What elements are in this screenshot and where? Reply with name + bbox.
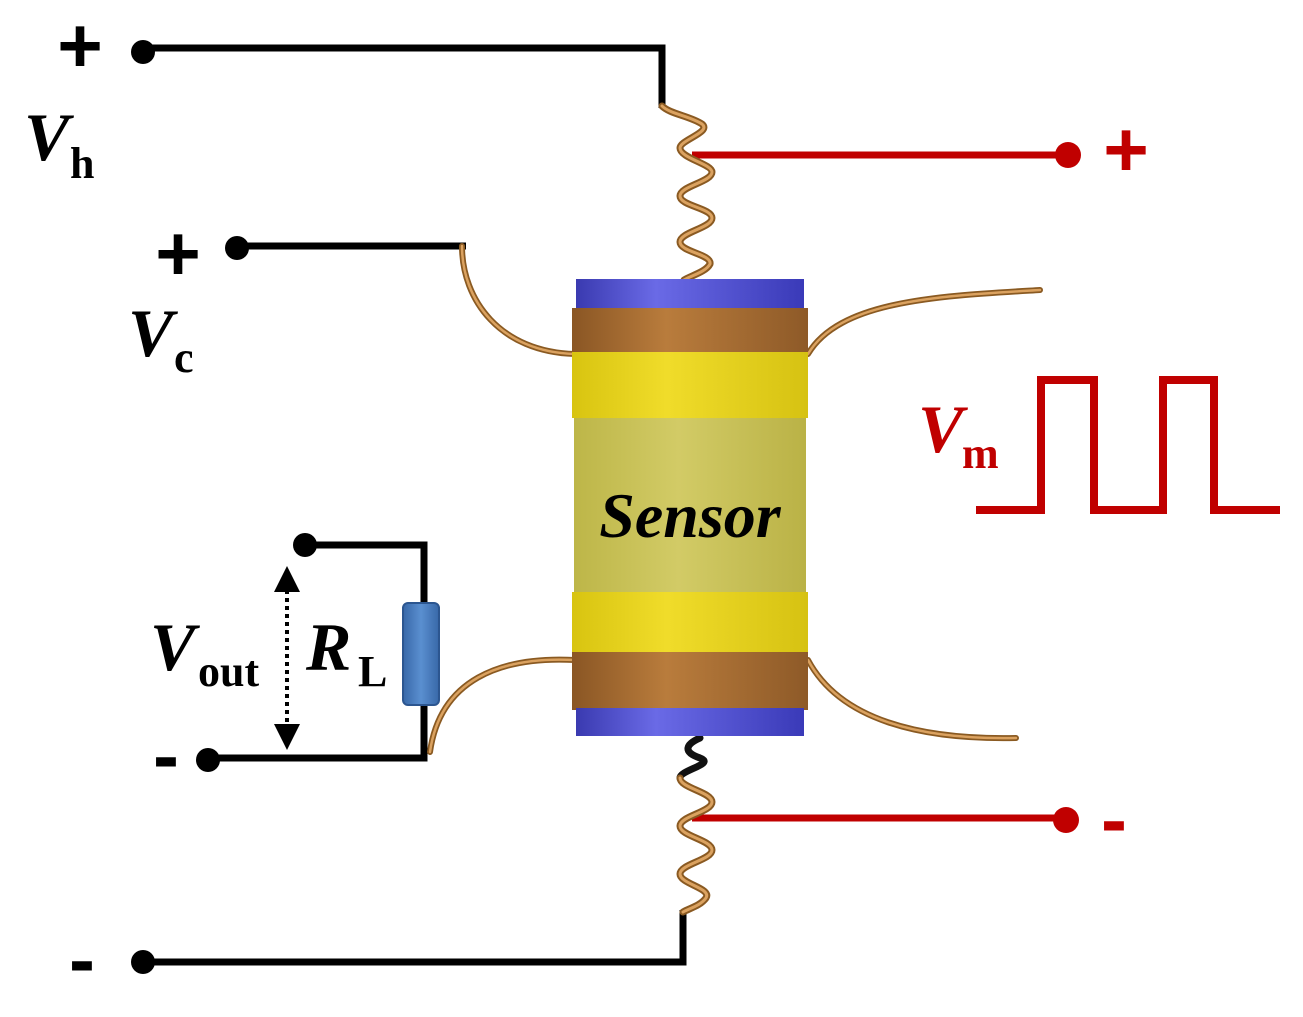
heater-voltage-symbol: V (24, 99, 74, 175)
bottom-electrode-band (572, 652, 808, 710)
circuit-plus-terminal (225, 236, 249, 260)
load-resistor-symbol: R (305, 609, 351, 685)
sensor-label: Sensor (599, 480, 782, 551)
mod-plus-terminal (1055, 142, 1081, 168)
heater-coil-bottom (676, 734, 716, 916)
modulation-voltage-symbol: V (918, 391, 968, 467)
mod-minus-terminal (1053, 807, 1079, 833)
bottom-end-cap (576, 708, 804, 736)
bottom-yellow-band (572, 592, 808, 652)
output-minus-terminal (196, 748, 220, 772)
load-resistor (402, 602, 440, 706)
heater-plus-terminal (131, 40, 155, 64)
heater-voltage-subscript: h (70, 139, 94, 188)
modulation-wires (692, 151, 1068, 822)
circuit-plus-sign: + (155, 209, 201, 297)
output-voltage-symbol: V (150, 609, 200, 685)
top-end-cap (576, 279, 804, 309)
output-voltage-subscript: out (198, 647, 259, 696)
heater-plus-sign: + (57, 1, 103, 89)
heater-top-wire (143, 44, 666, 108)
heater-bottom-wire (143, 910, 687, 966)
load-resistor-subscript: L (358, 647, 387, 696)
heater-coil-top (658, 102, 716, 284)
circuit-voltage-subscript: c (174, 333, 194, 382)
output-top-terminal (293, 533, 317, 557)
heater-supply-wires (143, 44, 687, 966)
top-yellow-band (572, 352, 808, 418)
modulation-voltage-subscript: m (962, 429, 999, 478)
heater-minus-sign: - (69, 915, 95, 1003)
vout-arrow (274, 566, 300, 750)
electrode-leads (427, 243, 1043, 755)
sensing-body (574, 418, 806, 592)
heater-minus-terminal (131, 950, 155, 974)
modulation-minus-sign: - (1101, 775, 1127, 863)
modulation-plus-sign: + (1103, 105, 1149, 193)
sensor-body (572, 279, 808, 736)
output-minus-sign: - (153, 711, 179, 799)
square-wave-icon (976, 376, 1280, 514)
circuit-voltage-symbol: V (128, 295, 178, 371)
top-electrode-band (572, 308, 808, 352)
